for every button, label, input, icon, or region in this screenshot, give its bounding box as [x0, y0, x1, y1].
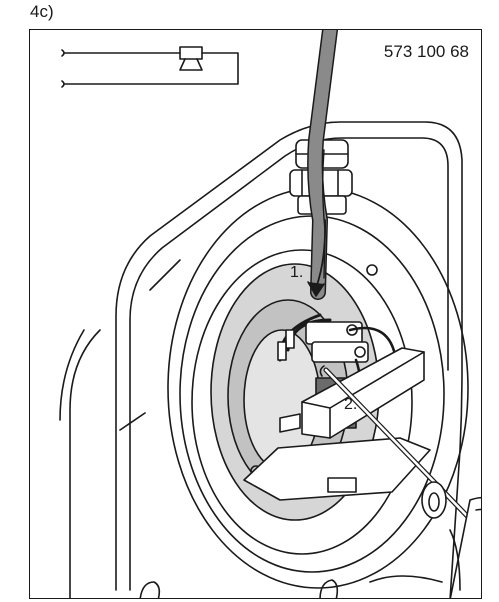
part-number: 573 100 68 [383, 42, 469, 61]
screwdriver [319, 365, 481, 598]
siren-symbol [179, 46, 203, 60]
bottom-ports [139, 481, 461, 598]
insert-arrow [315, 219, 326, 289]
step-label-1: 1. [290, 264, 304, 281]
housing [59, 121, 463, 598]
illustration-frame: 573 100 68 1. 2. [29, 29, 482, 599]
circuit-board [243, 347, 431, 501]
figure-label: 4c) [30, 2, 54, 21]
screw-top-right [366, 264, 378, 276]
terminal-block [277, 313, 398, 404]
wiring-schematic [61, 46, 239, 88]
step-label-2: 2. [344, 396, 358, 413]
installation-drawing [59, 30, 481, 598]
